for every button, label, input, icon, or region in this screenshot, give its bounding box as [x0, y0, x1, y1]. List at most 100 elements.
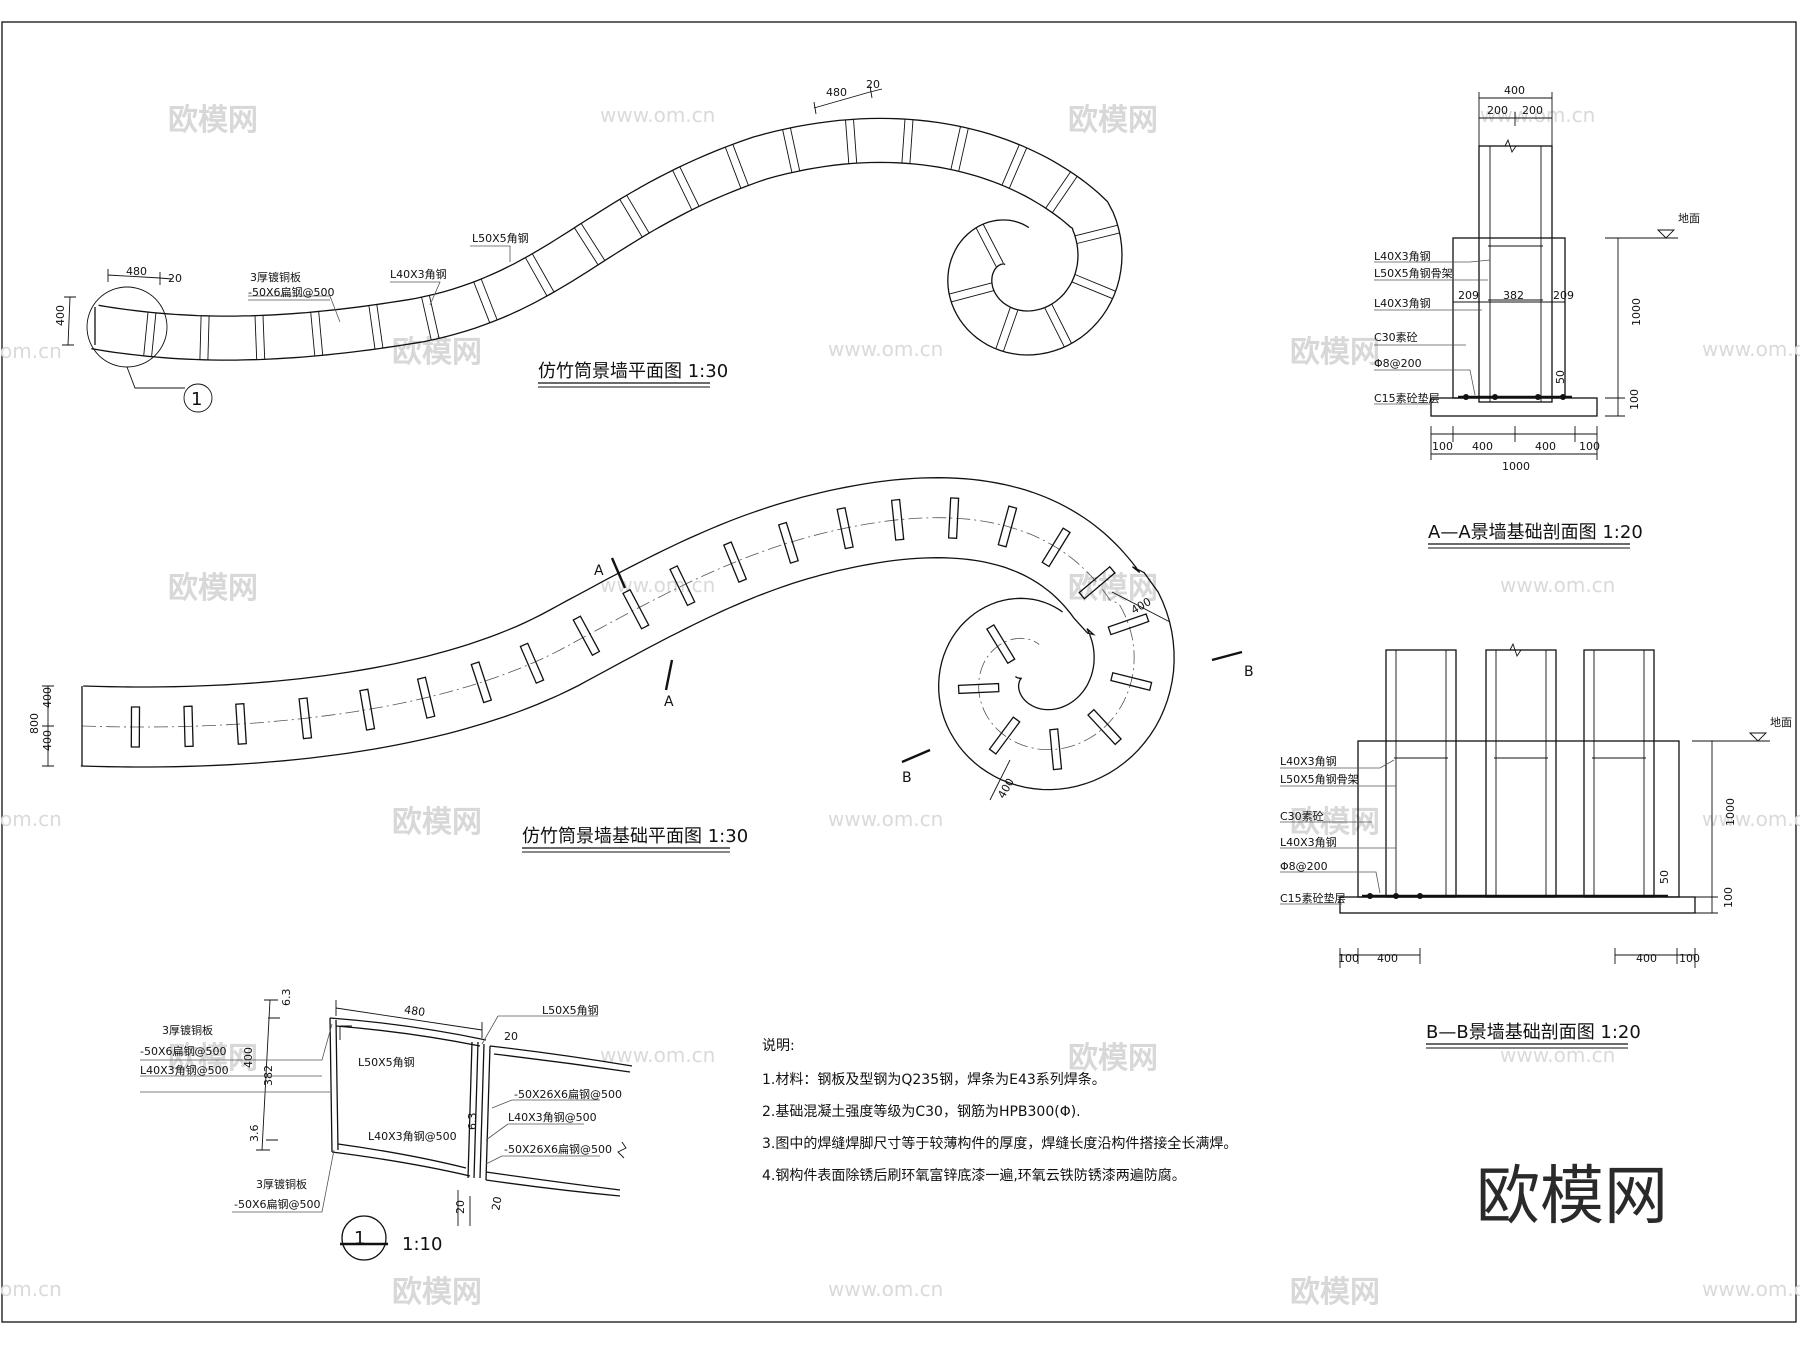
brand-logo: 欧模网	[1476, 1160, 1668, 1234]
watermark-url: om.cn	[0, 1277, 62, 1301]
foundation-post	[988, 716, 1021, 755]
note-item-4: 4.钢构件表面除锈后刷环氧富锌底漆一遍,环氧云铁防锈漆两遍防腐。	[762, 1167, 1186, 1184]
watermark-url: www.om.cn	[600, 573, 715, 597]
bb-leader-1	[1280, 759, 1395, 769]
detail-label-plate-top: 3厚镀铜板	[162, 1023, 213, 1037]
foundation-post	[235, 703, 247, 745]
label-flatbar: -50X6扁钢@500	[248, 286, 335, 299]
plan-tube-joint	[1051, 176, 1078, 213]
aa-label-l40: L40X3角钢	[1374, 250, 1431, 263]
bb-column-middle	[1485, 649, 1557, 898]
aa-right-dims	[1605, 237, 1652, 417]
detail-dim-bottom-line	[457, 1190, 471, 1226]
aa-dim-100: 100	[1628, 389, 1641, 410]
watermark-brand: 欧模网	[392, 1275, 482, 1310]
aa-mid-dims	[1453, 296, 1565, 306]
plan-title: 仿竹筒景墙平面图 1:30	[538, 361, 728, 382]
plan-tube-joint	[1045, 171, 1071, 209]
bb-break-mark	[1509, 642, 1522, 658]
label-angle40: L40X3角钢	[390, 268, 447, 281]
foundation-dim-400d: 400	[995, 776, 1017, 801]
bb-column-frame	[1394, 650, 1448, 897]
plan-tube-joint	[525, 257, 548, 297]
section-cut-b-right	[1211, 650, 1243, 662]
aa-dim-200a: 200	[1487, 104, 1508, 117]
leader-angle40	[390, 281, 441, 306]
aa-label-l50: L50X5角钢骨架	[1374, 267, 1453, 280]
watermark-layer: 欧模网 www.om.cn 欧模网 www.om.cn om.cn 欧模网 ww…	[0, 103, 1800, 1310]
bb-dim-b400a: 400	[1377, 952, 1398, 965]
detail-ref-number: 1	[354, 1228, 365, 1249]
watermark-url: www.om.cn	[600, 103, 715, 127]
aa-angle-frame	[1488, 146, 1543, 402]
watermark-brand: 欧模网	[1290, 805, 1380, 840]
plan-tube-joint	[1051, 303, 1073, 344]
foundation-post	[957, 682, 1000, 695]
aa-ground-mark	[1652, 229, 1678, 239]
detail-dim-20a: 20	[504, 1030, 518, 1043]
plan-tube-joint	[1044, 307, 1065, 348]
foundation-post-marks	[130, 497, 1153, 771]
watermark-brand: 欧模网	[392, 805, 482, 840]
watermark-brand: 欧模网	[168, 103, 258, 138]
bb-right-dims	[1692, 740, 1745, 914]
aa-label-rebar: Φ8@200	[1374, 357, 1422, 370]
bb-column-body	[1485, 649, 1557, 898]
watermark-url: om.cn	[0, 807, 62, 831]
foundation-dim-400c-line	[1111, 591, 1171, 623]
detail-dim-382: 382	[262, 1065, 275, 1086]
aa-c15-pad	[1430, 397, 1598, 417]
plan-inner-edge	[91, 161, 1079, 361]
label-angle50: L50X5角钢	[472, 232, 529, 245]
aa-label-l40b: L40X3角钢	[1374, 297, 1431, 310]
detail-label-l50-right: L50X5角钢	[542, 1004, 599, 1017]
detail-dim-480: 480	[403, 1003, 426, 1019]
detail-dim-6.3: 6.3	[280, 989, 293, 1007]
foundation-post	[359, 688, 376, 731]
bb-dim-1000: 1000	[1724, 798, 1737, 826]
section-mark-b1: B	[1244, 664, 1254, 680]
watermark-url: www.om.cn	[1702, 337, 1800, 361]
foundation-post	[1087, 708, 1123, 746]
watermark-brand: 欧模网	[1290, 1275, 1380, 1310]
aa-rebar-dot	[1560, 394, 1566, 400]
bb-column-left	[1385, 649, 1457, 898]
bb-dim-50: 50	[1658, 870, 1671, 884]
leader-plate	[248, 295, 341, 323]
plan-tube-joint	[199, 315, 202, 360]
foundation-post	[183, 705, 194, 748]
aa-ground-label: 地面	[1678, 212, 1700, 225]
detail-dim-20c: 20	[489, 1195, 504, 1211]
foundation-post	[947, 497, 960, 539]
watermark-url: www.om.cn	[1702, 807, 1800, 831]
detail-label-angle-top: L40X3角钢@500	[140, 1064, 229, 1077]
detail-label-l40-inner: L40X3角钢@500	[368, 1130, 457, 1143]
plan-dim-20: 20	[168, 272, 182, 285]
aa-dim-382: 382	[1503, 289, 1524, 302]
bb-rebar-dot	[1393, 893, 1399, 899]
plan-tube-joint	[580, 223, 606, 261]
detail-label-flat-bot: -50X6扁钢@500	[234, 1198, 321, 1211]
detail-dim-20b: 20	[454, 1200, 467, 1214]
detail-label-plate-bot: 3厚镀铜板	[256, 1177, 307, 1191]
detail-ref-bubble	[183, 383, 213, 413]
general-notes: 说明: 1.材料：钢板及型钢为Q235钢，焊条为E43系列焊条。 2.基础混凝土…	[762, 1038, 1237, 1184]
plan-tube-joint	[376, 304, 384, 349]
detail-ref-number: 1	[191, 389, 202, 410]
watermark-url: www.om.cn	[1702, 1277, 1800, 1301]
leader-angle50	[470, 245, 511, 262]
plan-tube-joint	[845, 119, 850, 164]
foundation-post	[298, 697, 313, 740]
detail-dim-480-line	[335, 1000, 483, 1038]
foundation-post	[470, 661, 493, 704]
foundation-post	[777, 521, 800, 564]
plan-tube-joint	[995, 307, 1011, 350]
aa-dim-b100b: 100	[1579, 440, 1600, 453]
watermark-url: www.om.cn	[1500, 1043, 1615, 1067]
foundation-dim-800: 800	[28, 713, 41, 734]
plan-tube-joint	[480, 278, 498, 321]
foundation-post	[1049, 728, 1063, 771]
plan-tube-joint	[672, 170, 693, 211]
detail-next-segment	[485, 1045, 633, 1197]
